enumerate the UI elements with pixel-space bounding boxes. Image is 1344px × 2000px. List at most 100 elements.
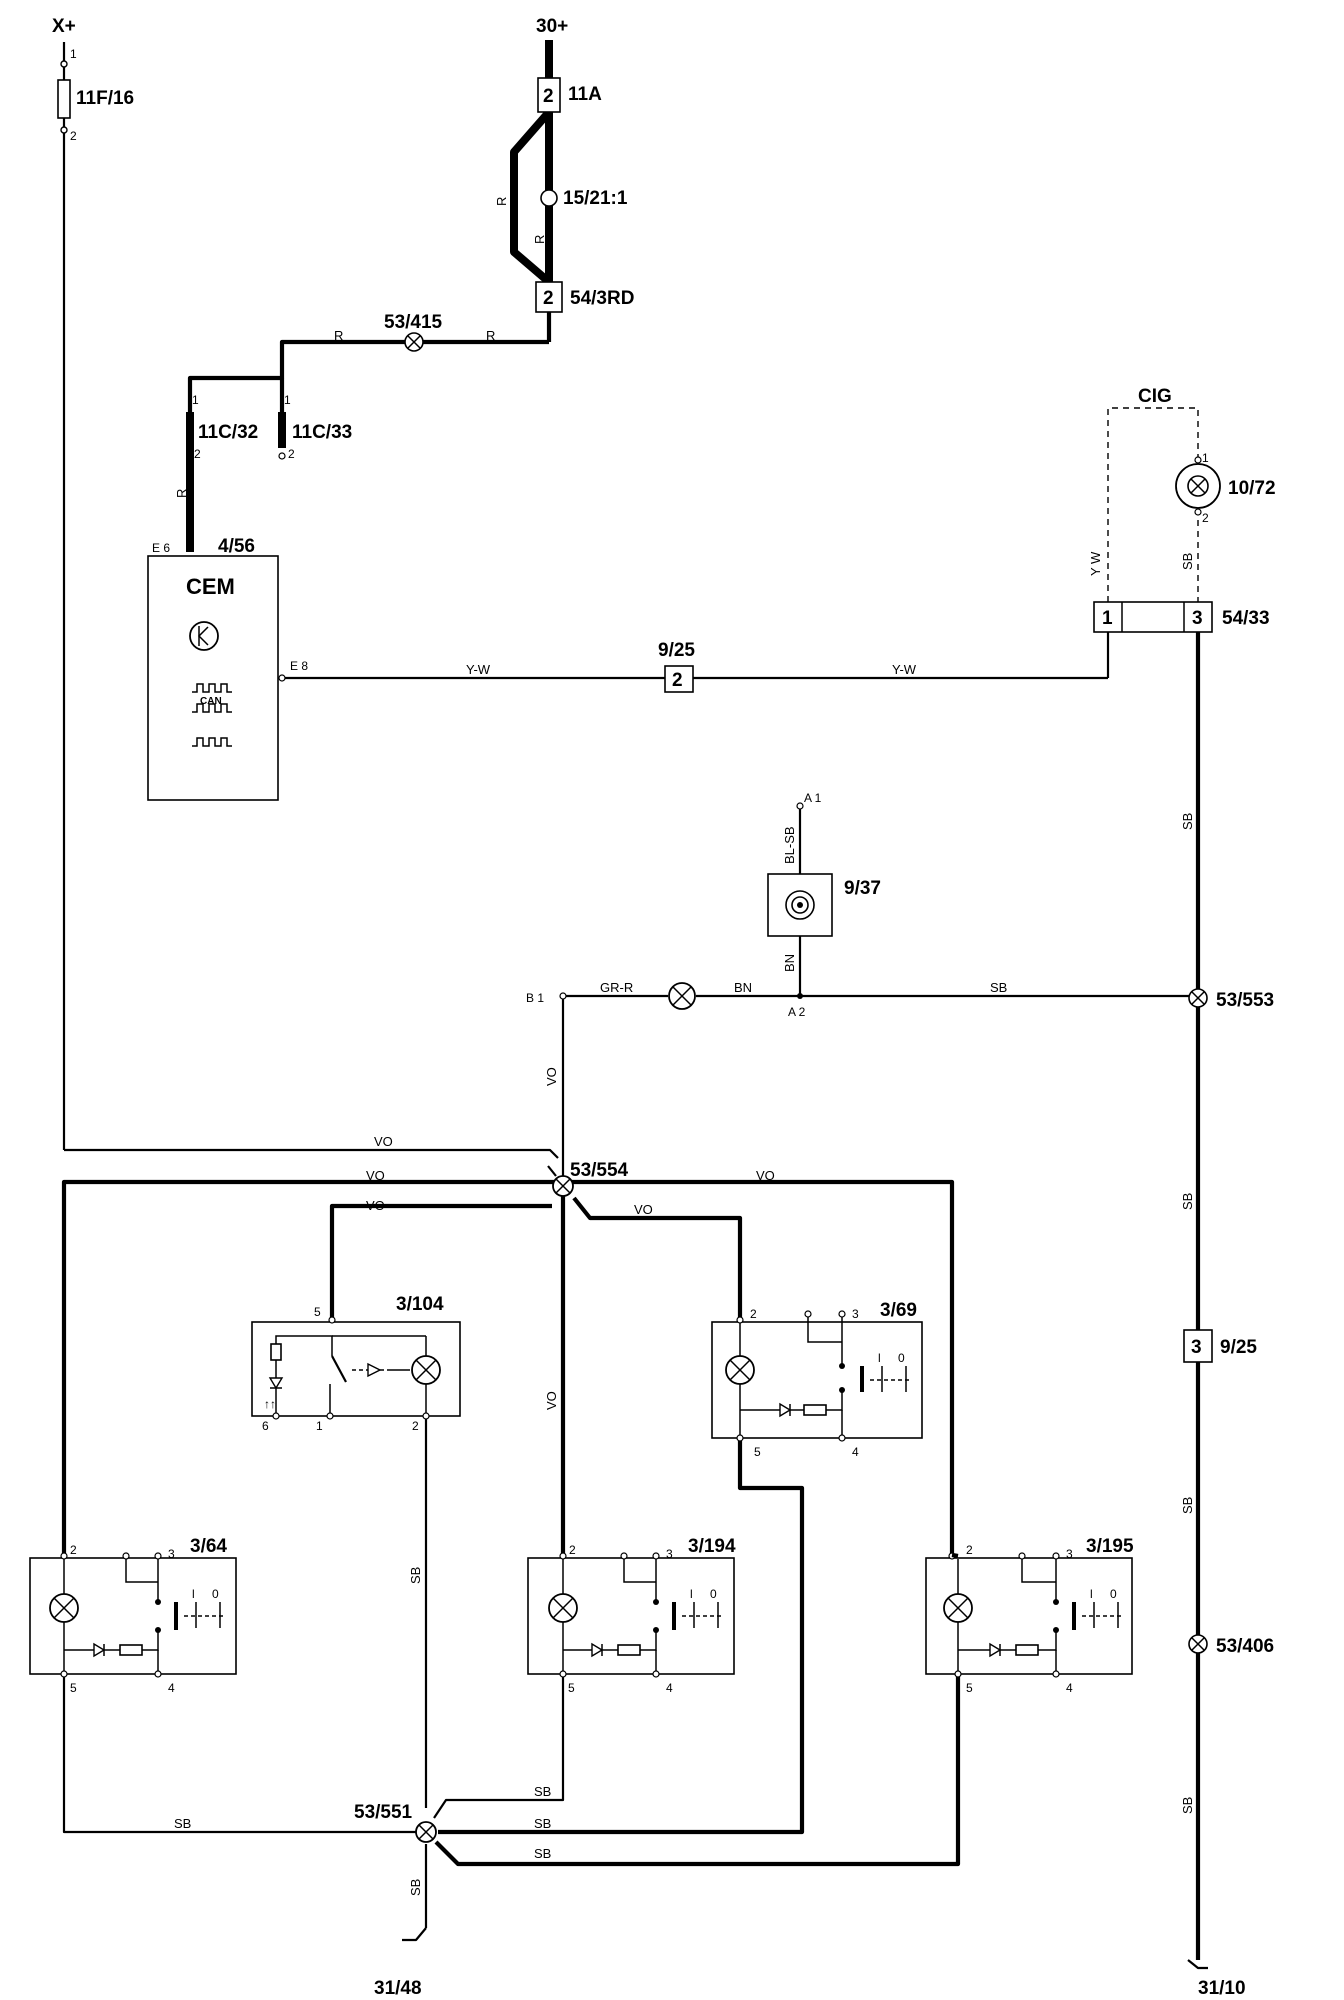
switch-3-64-label: 3/64 xyxy=(190,1536,227,1557)
fuse-11a-pin: 2 xyxy=(543,86,554,107)
wire-color-vo: VO xyxy=(634,1202,653,1217)
can-signal-icon: CAN xyxy=(192,683,232,713)
pin-label: 3 xyxy=(1066,1547,1073,1561)
wire-color-bn: BN xyxy=(782,954,797,972)
pin-a2: A 2 xyxy=(788,1005,806,1019)
connector-15-21-1 xyxy=(540,189,558,207)
splice-53-406-label: 53/406 xyxy=(1216,1636,1274,1657)
wire-vo-distribution xyxy=(61,1165,955,1555)
transistor-icon xyxy=(189,621,219,651)
wire-ground-returns xyxy=(62,1441,961,1942)
pin-label: 1 xyxy=(192,393,199,407)
wire-color-sb: SB xyxy=(1180,553,1195,570)
connector-9-25-b xyxy=(1183,1329,1213,1363)
wire-color-vo: VO xyxy=(366,1198,385,1213)
wire-color-sb: SB xyxy=(1180,813,1195,830)
connector-15-21-1-label: 15/21:1 xyxy=(563,188,628,209)
wire-color-yw: Y-W xyxy=(466,662,491,677)
led-icon xyxy=(93,1642,106,1658)
led-icon xyxy=(591,1642,604,1658)
pin-label: 2 xyxy=(288,447,295,461)
wire-color-vo: VO xyxy=(374,1134,393,1149)
pin-label: 3 xyxy=(852,1307,859,1321)
pin-b1: B 1 xyxy=(526,991,544,1005)
wire-color-r: R xyxy=(174,489,189,498)
switch-3-195-label: 3/195 xyxy=(1086,1536,1134,1557)
pin-label: 4 xyxy=(852,1445,859,1459)
pin-label: l xyxy=(192,1587,195,1601)
terminal-x-plus: X+ xyxy=(52,16,76,37)
wire-color-sb: SB xyxy=(534,1816,551,1831)
led-icon xyxy=(779,1402,792,1418)
pin-label: 2 xyxy=(70,129,77,143)
switch-3-104-label: 3/104 xyxy=(396,1294,444,1315)
connector-11c33-label: 11C/33 xyxy=(292,422,352,443)
fuse-11a xyxy=(537,77,561,113)
connector-54-33 xyxy=(1093,601,1213,633)
connector-9-25-label: 9/25 xyxy=(658,640,695,661)
wire-color-sb: SB xyxy=(174,1816,191,1831)
pin-label: l xyxy=(878,1351,881,1365)
pin-label: 6 xyxy=(262,1419,269,1433)
pin-label: 2 xyxy=(412,1419,419,1433)
pin-label: 1 xyxy=(1202,451,1209,465)
wire-30-plus-main xyxy=(186,40,553,552)
pin-label: 0 xyxy=(710,1587,717,1601)
wire-color-yw: Y W xyxy=(1088,551,1103,576)
pin-label: 5 xyxy=(70,1681,77,1695)
pin-label: 5 xyxy=(966,1681,973,1695)
splice-53-415-label: 53/415 xyxy=(384,312,443,333)
pin-label: 0 xyxy=(212,1587,219,1601)
pin-label: l xyxy=(1090,1587,1093,1601)
wire-color-r: R xyxy=(334,328,343,343)
wire-color-sb: SB xyxy=(1180,1797,1195,1814)
splice-53-551-label: 53/551 xyxy=(354,1802,413,1823)
switch-3-69-label: 3/69 xyxy=(880,1300,917,1321)
wire-color-grr: GR-R xyxy=(600,980,633,995)
socket-9-37-label: 9/37 xyxy=(844,878,881,899)
pin-label: 1 xyxy=(316,1419,323,1433)
wire-color-blsb: BL-SB xyxy=(782,826,797,864)
wire-color-bn: BN xyxy=(734,980,752,995)
wire-color-vo: VO xyxy=(544,1391,559,1410)
pin-label: 2 xyxy=(569,1543,576,1557)
led-arrows: ↑↑ xyxy=(264,1397,276,1411)
connector-9-25 xyxy=(664,665,694,693)
connector-54-3rd-label: 54/3RD xyxy=(570,288,634,309)
led-icon xyxy=(989,1642,1002,1658)
connector-54-33-label: 54/33 xyxy=(1222,608,1270,629)
ground-31-10: 31/10 xyxy=(1198,1978,1246,1999)
pin-label: 2 xyxy=(1202,511,1209,525)
svg-text:CAN: CAN xyxy=(200,696,222,707)
splice-53-554-label: 53/554 xyxy=(570,1160,629,1181)
wire-color-sb: SB xyxy=(534,1846,551,1861)
ground-31-48: 31/48 xyxy=(374,1978,422,1999)
connector-54-33-pin-1: 1 xyxy=(1102,608,1113,629)
pin-label: 4 xyxy=(666,1681,673,1695)
connector-54-3rd-pin: 2 xyxy=(543,288,554,309)
wire-color-yw: Y-W xyxy=(892,662,917,677)
pin-label: 1 xyxy=(70,47,77,61)
cem-id: 4/56 xyxy=(218,536,255,557)
lamp-10-72-label: 10/72 xyxy=(1228,478,1276,499)
pin-label: 3 xyxy=(666,1547,673,1561)
pin-label: 5 xyxy=(754,1445,761,1459)
connector-54-33-pin-3: 3 xyxy=(1192,608,1203,629)
wire-color-r: R xyxy=(494,197,509,206)
pin-label: 0 xyxy=(1110,1587,1117,1601)
fuse-11a-label: 11A xyxy=(568,84,602,105)
wire-color-sb: SB xyxy=(990,980,1007,995)
switch-3-194-label: 3/194 xyxy=(688,1536,736,1557)
connector-9-25-pin: 2 xyxy=(672,670,683,691)
terminal-30-plus: 30+ xyxy=(536,16,568,37)
wire-cem-to-54-33 xyxy=(278,632,1110,682)
wire-color-sb: SB xyxy=(1180,1497,1195,1514)
socket-9-37-wiring xyxy=(561,802,1189,1180)
pin-label: 5 xyxy=(568,1681,575,1695)
wire-color-vo: VO xyxy=(366,1168,385,1183)
wire-color-sb: SB xyxy=(534,1784,551,1799)
pulse-signal-icon xyxy=(192,737,232,747)
wire-color-sb: SB xyxy=(408,1879,423,1896)
wire-color-r: R xyxy=(532,235,547,244)
